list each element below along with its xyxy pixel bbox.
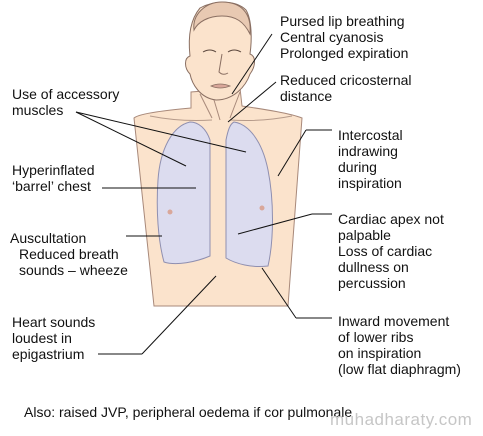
neck-muscles: [199, 91, 241, 121]
footer-note: Also: raised JVP, peripheral oedema if c…: [24, 404, 353, 420]
text-line: indrawing: [338, 143, 398, 159]
text-line: loudest in: [12, 330, 72, 346]
label-intercostal-indrawing: Intercostal indrawing during inspiration: [338, 127, 403, 191]
label-heart-sounds: Heart sounds loudest in epigastrium: [12, 314, 95, 362]
pointer-accessory-1: [75, 111, 187, 167]
head: [185, 1, 255, 101]
text-line: Reduced cricosternal: [280, 72, 412, 88]
text-line: Intercostal: [338, 127, 403, 143]
text-line: of lower ribs: [338, 329, 414, 345]
text-line: (low flat diaphragm): [338, 361, 461, 377]
text-line: Heart sounds: [12, 314, 96, 330]
text-line: ‘barrel’ chest: [12, 178, 91, 194]
label-barrel-chest: Hyperinflated ‘barrel’ chest: [12, 162, 95, 194]
text-line: Hyperinflated: [12, 162, 95, 178]
text-line: Inward movement: [338, 313, 450, 329]
text-line: on inspiration: [338, 345, 422, 361]
pointer-intercostal-diag: [277, 129, 307, 177]
pointer-cricosternal: [227, 81, 277, 123]
label-reduced-cricosternal-distance: Reduced cricosternal distance: [280, 72, 412, 104]
text-line: Pursed lip breathing: [280, 13, 405, 29]
pointer-ribs-diag: [261, 267, 297, 319]
text-line: sounds – wheeze: [19, 262, 128, 278]
text-line: dullness on: [338, 259, 409, 275]
text-line: distance: [280, 88, 333, 104]
clavicles: [149, 115, 293, 121]
text-line: Loss of cardiac: [338, 243, 433, 259]
text-line: muscles: [12, 102, 64, 118]
text-line: percussion: [338, 275, 406, 291]
text-line: Cardiac apex not: [338, 211, 444, 227]
pointer-heart-diag: [141, 275, 217, 355]
text-line: Use of accessory: [12, 86, 120, 102]
nose: [218, 53, 229, 75]
label-auscultation: Auscultation Reduced breath sounds – whe…: [10, 230, 128, 278]
pointer-apex-diag: [237, 213, 313, 235]
pointer-accessory-2: [75, 111, 247, 153]
label-accessory-muscles: Use of accessory muscles: [12, 86, 119, 118]
pointer-pursed: [231, 33, 273, 95]
text-line: Prolonged expiration: [280, 45, 409, 61]
eye-left: [202, 49, 217, 53]
watermark: muhadharaty.com: [330, 410, 473, 429]
nipple-left: [167, 209, 173, 215]
left-lung: [156, 121, 211, 265]
text-line: Reduced breath: [19, 246, 119, 262]
label-cardiac-apex: Cardiac apex not palpable Loss of cardia…: [338, 211, 444, 291]
text-line: during: [338, 159, 377, 175]
label-inward-movement-ribs: Inward movement of lower ribs on inspira…: [338, 313, 461, 377]
hair: [193, 1, 251, 36]
text-line: Central cyanosis: [280, 29, 384, 45]
pointer-lines: [75, 33, 332, 355]
mouth: [210, 83, 232, 89]
text-line: epigastrium: [12, 346, 85, 362]
label-pursed-lip-breathing: Pursed lip breathing Central cyanosis Pr…: [280, 13, 408, 61]
text-line: inspiration: [338, 175, 402, 191]
text-line: palpable: [338, 227, 391, 243]
eye-right: [227, 49, 242, 53]
text-line: Auscultation: [10, 230, 87, 246]
right-lung: [225, 121, 273, 267]
nipple-right: [259, 205, 265, 211]
